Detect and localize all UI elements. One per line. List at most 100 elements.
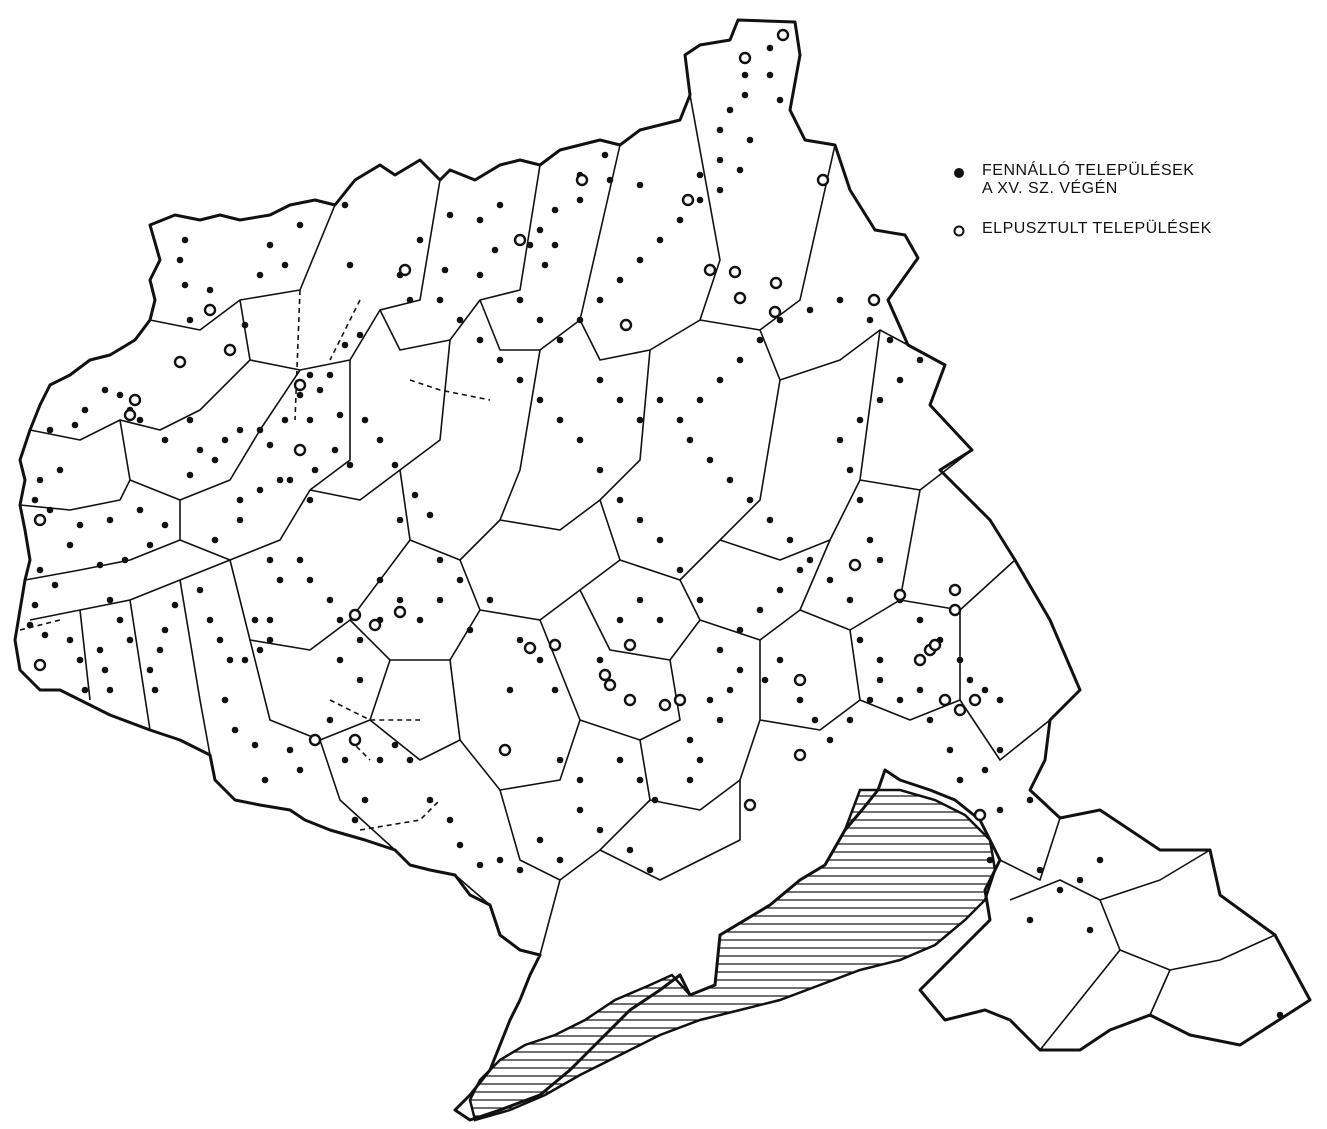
settlement-dot: [981, 686, 989, 694]
settlement-dot: [616, 396, 624, 404]
settlement-dot: [536, 656, 544, 664]
settlement-dot: [616, 756, 624, 764]
settlement-dot: [161, 626, 169, 634]
settlement-dot: [736, 666, 744, 674]
settlement-dot: [526, 241, 534, 249]
settlement-dot: [306, 576, 314, 584]
settlement-dot: [161, 521, 169, 529]
legend-destroyed-label: ELPUSZTULT TELEPÜLÉSEK: [982, 220, 1212, 238]
settlement-dot: [746, 496, 754, 504]
settlement-dot: [376, 756, 384, 764]
settlement-ring: [948, 583, 962, 597]
settlement-dot: [636, 516, 644, 524]
settlement-dot: [606, 176, 614, 184]
settlement-dot: [1036, 866, 1044, 874]
settlement-dot: [256, 486, 264, 494]
settlement-dot: [96, 561, 104, 569]
settlement-dot: [996, 746, 1004, 754]
settlement-dot: [776, 586, 784, 594]
settlement-dot: [716, 716, 724, 724]
settlement-dot: [696, 396, 704, 404]
settlement-dot: [806, 556, 814, 564]
settlement-dot: [156, 646, 164, 654]
legend-existing-line1: FENNÁLLÓ TELEPÜLÉSEK: [982, 162, 1195, 179]
settlement-ring: [128, 393, 142, 407]
settlement-dot: [306, 416, 314, 424]
settlement-dot: [361, 416, 369, 424]
settlement-ring: [968, 693, 982, 707]
settlement-ring: [928, 638, 942, 652]
settlement-dot: [1026, 796, 1034, 804]
settlement-dot: [1026, 916, 1034, 924]
settlement-dot: [796, 566, 804, 574]
settlement-dot: [106, 596, 114, 604]
settlement-ring: [728, 265, 742, 279]
settlement-ring: [867, 293, 881, 307]
lake: [468, 788, 997, 1122]
district-boundary: [999, 817, 1061, 881]
district-boundary: [29, 359, 251, 441]
settlement-dot: [426, 796, 434, 804]
district-boundary: [369, 659, 461, 761]
settlement-dot: [136, 506, 144, 514]
district-boundary: [459, 619, 581, 791]
settlement-dot: [636, 776, 644, 784]
settlement-dot: [106, 686, 114, 694]
district-boundary: [799, 489, 921, 631]
settlement-dot: [101, 666, 109, 674]
settlement-dot: [221, 436, 229, 444]
legend-existing-label: FENNÁLLÓ TELEPÜLÉSEK A XV. SZ. VÉGÉN: [982, 162, 1194, 198]
settlement-dot: [696, 596, 704, 604]
settlement-ring: [368, 618, 382, 632]
district-boundary: [479, 559, 621, 621]
settlement-dot: [356, 331, 364, 339]
settlement-dot: [676, 416, 684, 424]
settlement-dot: [411, 491, 419, 499]
settlement-dot: [596, 296, 604, 304]
settlement-dot: [476, 861, 484, 869]
settlement-dot: [926, 716, 934, 724]
settlement-dot: [196, 586, 204, 594]
settlement-dot: [916, 356, 924, 364]
settlement-dot: [686, 736, 694, 744]
settlement-dot: [556, 856, 564, 864]
settlement-dot: [656, 396, 664, 404]
settlement-ring: [768, 305, 782, 319]
dashed-boundary: [19, 619, 61, 631]
settlement-dot: [596, 826, 604, 834]
settlement-dot: [216, 636, 224, 644]
settlement-dot: [536, 836, 544, 844]
settlement-dot: [601, 151, 609, 159]
settlement-dot: [876, 656, 884, 664]
settlement-dot: [726, 686, 734, 694]
settlement-dot: [251, 616, 259, 624]
settlement-dot: [656, 536, 664, 544]
settlement-dot: [436, 596, 444, 604]
settlement-dot: [186, 316, 194, 324]
settlement-dot: [836, 296, 844, 304]
county-outline: [13, 18, 1312, 1122]
settlement-dot: [296, 556, 304, 564]
settlement-dot: [206, 286, 214, 294]
settlement-dot: [396, 516, 404, 524]
settlement-dot: [116, 391, 124, 399]
settlement-dot: [716, 376, 724, 384]
legend-destroyed-line1: ELPUSZTULT TELEPÜLÉSEK: [982, 220, 1212, 237]
settlement-dot: [736, 356, 744, 364]
settlement-dot: [331, 446, 339, 454]
settlement-dot: [296, 391, 304, 399]
settlement-ring: [523, 641, 537, 655]
settlement-dot: [811, 716, 819, 724]
settlement-dot: [181, 236, 189, 244]
settlement-dot: [211, 536, 219, 544]
settlement-dot: [1096, 856, 1104, 864]
settlement-dot: [656, 616, 664, 624]
legend-destroyed: ELPUSZTULT TELEPÜLÉSEK: [952, 220, 1312, 238]
settlement-dot: [616, 616, 624, 624]
settlement-ring: [393, 605, 407, 619]
settlement-dot: [456, 316, 464, 324]
district-boundary: [319, 739, 396, 851]
settlement-ring: [398, 263, 412, 277]
settlement-dot: [276, 576, 284, 584]
district-boundary: [1099, 849, 1211, 901]
